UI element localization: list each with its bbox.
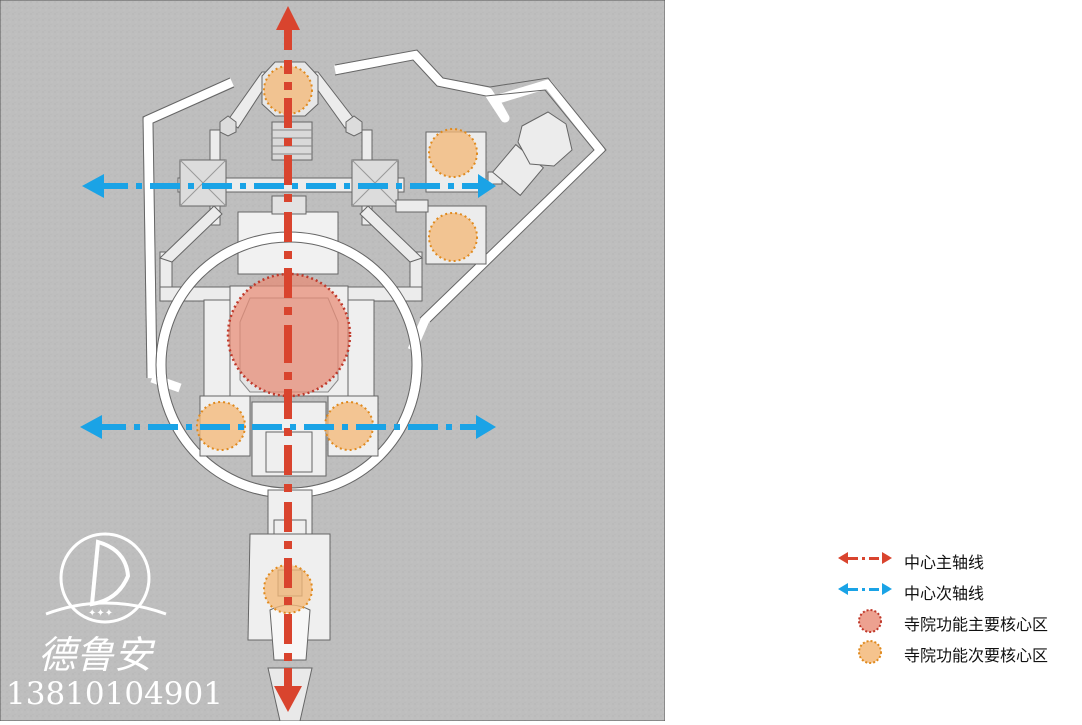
secondary-zone-east-2 (429, 213, 477, 261)
secondary-axis-legend-icon (838, 578, 898, 604)
legend-item-secondary-axis: 中心次轴线 (838, 578, 1078, 609)
primary-zone-legend-icon (838, 609, 898, 635)
svg-text:✦✦✦: ✦✦✦ (88, 608, 113, 619)
logo-calligraphy: 德鲁安 (38, 633, 156, 677)
secondary-zone-east-1 (429, 129, 477, 177)
legend-label-primary-zone: 寺院功能主要核心区 (904, 611, 1048, 635)
legend: 中心主轴线 中心次轴线 寺院功能主要核心区 寺院功能次要核心区 (838, 547, 1078, 671)
watermark-phone: 13810104901 (6, 676, 223, 712)
main-axis-legend-icon (838, 547, 898, 573)
legend-label-main-axis: 中心主轴线 (904, 549, 984, 573)
legend-label-secondary-zone: 寺院功能次要核心区 (904, 642, 1048, 666)
legend-item-main-axis: 中心主轴线 (838, 547, 1078, 578)
secondary-zone-legend-icon (838, 640, 898, 666)
legend-item-primary-zone: 寺院功能主要核心区 (838, 609, 1078, 640)
legend-item-secondary-zone: 寺院功能次要核心区 (838, 640, 1078, 671)
legend-label-secondary-axis: 中心次轴线 (904, 580, 984, 604)
